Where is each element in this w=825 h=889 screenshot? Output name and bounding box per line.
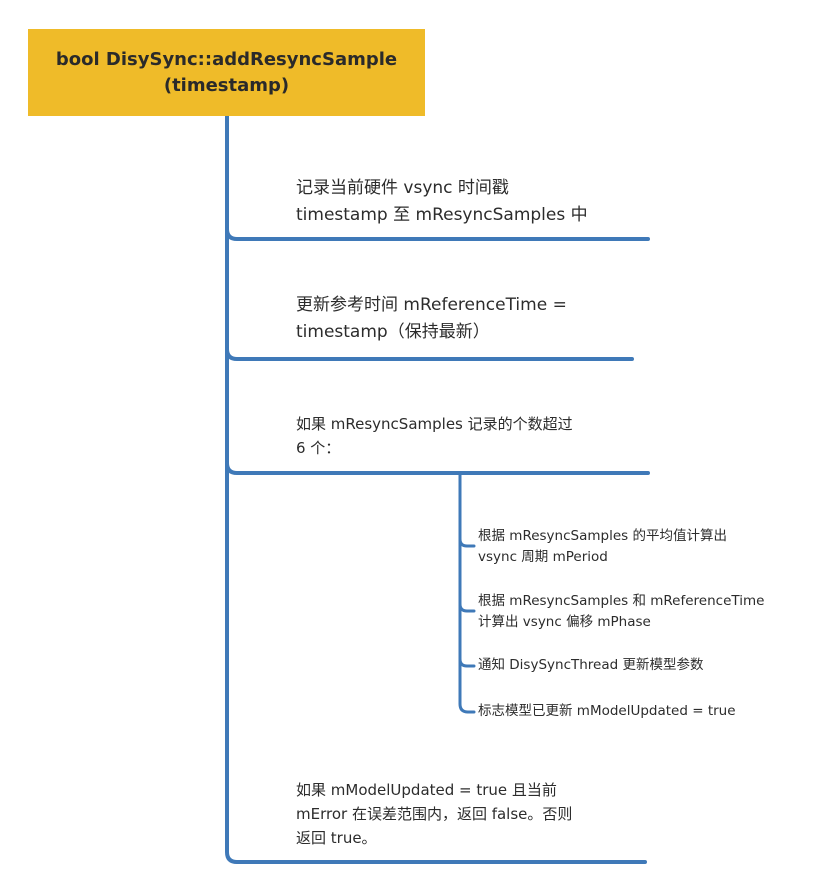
node-line: 如果 mResyncSamples 记录的个数超过 — [296, 415, 573, 433]
node-sample-count-check: 如果 mResyncSamples 记录的个数超过 6 个： — [296, 412, 573, 460]
node-record-timestamp: 记录当前硬件 vsync 时间戳 timestamp 至 mResyncSamp… — [296, 175, 588, 229]
sub-branch-3 — [458, 657, 476, 668]
subnode-mark-updated: 标志模型已更新 mModelUpdated = true — [478, 701, 736, 722]
node-line: mError 在误差范围内，返回 false。否则 — [296, 805, 573, 823]
root-node: bool DisySync::addResyncSample (timestam… — [28, 29, 425, 116]
node-line: timestamp（保持最新） — [296, 322, 490, 342]
subnode-compute-phase: 根据 mResyncSamples 和 mReferenceTime 计算出 v… — [478, 591, 764, 633]
subnode-notify-thread: 通知 DisySyncThread 更新模型参数 — [478, 655, 704, 676]
node-line: 根据 mResyncSamples 的平均值计算出 — [478, 528, 727, 544]
node-line: timestamp 至 mResyncSamples 中 — [296, 205, 588, 225]
node-line: 6 个： — [296, 439, 341, 457]
node-line: 计算出 vsync 偏移 mPhase — [478, 614, 651, 630]
node-line: 返回 true。 — [296, 829, 377, 847]
node-line: 通知 DisySyncThread 更新模型参数 — [478, 657, 704, 673]
node-line: 更新参考时间 mReferenceTime = — [296, 295, 567, 315]
branch-2-line — [225, 347, 634, 361]
branch-1-line — [225, 227, 650, 241]
node-line: vsync 周期 mPeriod — [478, 549, 608, 565]
node-update-reference-time: 更新参考时间 mReferenceTime = timestamp（保持最新） — [296, 292, 567, 346]
sub-trunk — [458, 473, 470, 714]
subnode-compute-period: 根据 mResyncSamples 的平均值计算出 vsync 周期 mPeri… — [478, 526, 727, 568]
root-title-line2: (timestamp) — [163, 74, 290, 96]
node-return-result: 如果 mModelUpdated = true 且当前 mError 在误差范围… — [296, 778, 572, 850]
sub-branch-1 — [458, 537, 476, 548]
root-title-line1: bool DisySync::addResyncSample — [55, 48, 398, 70]
node-line: 标志模型已更新 mModelUpdated = true — [478, 703, 736, 719]
node-line: 记录当前硬件 vsync 时间戳 — [296, 178, 509, 198]
branch-3-line — [225, 461, 650, 475]
node-line: 如果 mModelUpdated = true 且当前 — [296, 781, 557, 799]
node-line: 根据 mResyncSamples 和 mReferenceTime — [478, 593, 765, 609]
sub-branch-2 — [458, 602, 476, 613]
